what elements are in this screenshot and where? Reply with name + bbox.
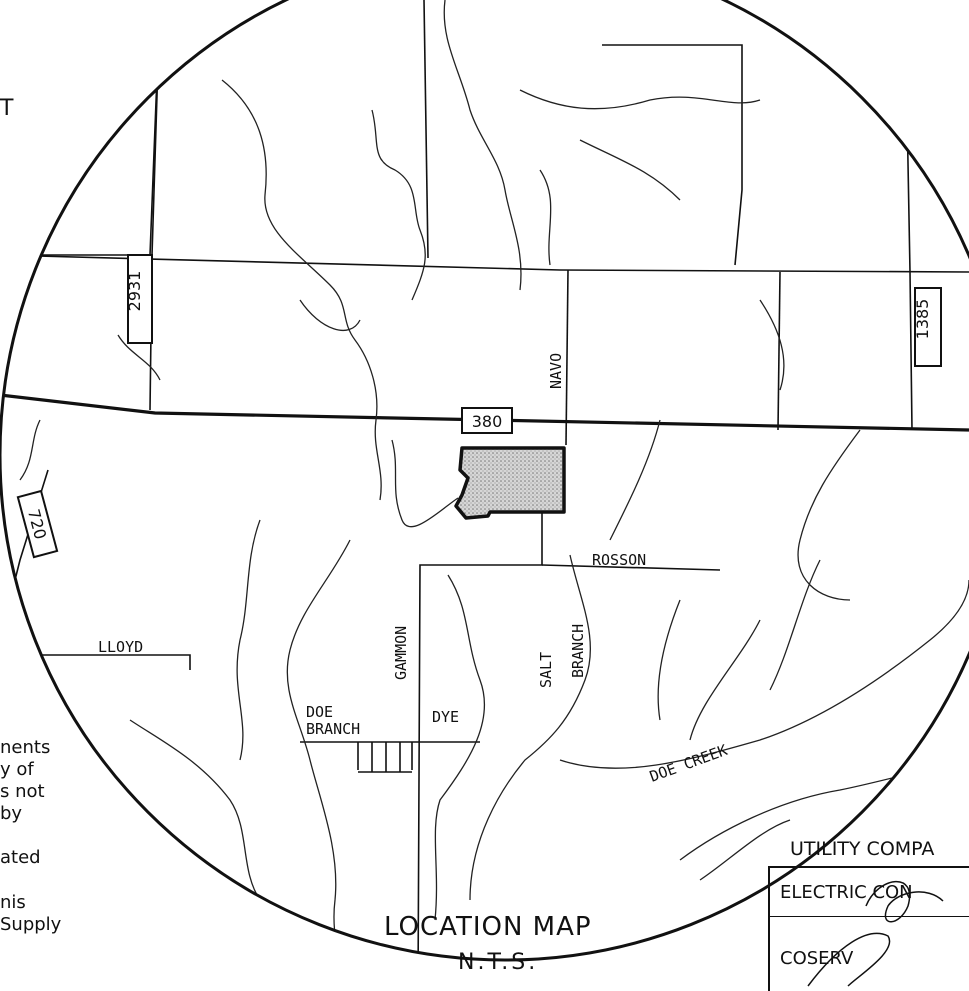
note-line: Supply (0, 914, 62, 935)
subdivision-grid (357, 742, 413, 773)
note-line: by (0, 803, 23, 824)
creek-southeast (679, 759, 969, 881)
creek-salt-branch-2 (469, 554, 592, 901)
highway-380 (0, 393, 969, 432)
scale-note: N.T.S. (458, 950, 539, 975)
road-label-rosson: ROSSON (592, 551, 646, 569)
creek-north (371, 109, 426, 301)
road-label-doe: DOE (306, 703, 333, 721)
signature-stroke (807, 880, 944, 987)
shield-1385-box (914, 287, 942, 367)
road-label-salt-branch: BRANCH (569, 624, 587, 678)
shield-2931: 2931 (125, 254, 153, 344)
shield-720: 720 (16, 489, 59, 559)
creek-salt-branch (434, 574, 485, 921)
creek-doe-creek (559, 579, 969, 769)
road-label-dye: DYE (432, 708, 459, 726)
creek-westside (117, 299, 361, 381)
creek-east (609, 419, 821, 741)
road-1385 (904, 0, 913, 431)
note-line: y of (0, 759, 34, 780)
creek-northwest (221, 79, 382, 501)
shield-720-box (16, 489, 59, 559)
stray-letter: T (0, 96, 14, 121)
map-title: LOCATION MAP (384, 912, 592, 942)
note-line: nents (0, 737, 51, 758)
north-center-road (423, 0, 429, 259)
road-label-doe-creek: DOE CREEK (647, 741, 730, 786)
road-label-lloyd: LLOYD (98, 638, 143, 656)
shield-1385-label: 1385 (913, 299, 932, 340)
east-mid-road (777, 271, 781, 431)
creek-northeast-2 (539, 139, 681, 266)
creek-northeast (519, 89, 761, 110)
creek-west-edge (19, 419, 41, 481)
shield-380: 380 (461, 407, 513, 434)
shield-1385: 1385 (913, 287, 942, 367)
south-connector (417, 500, 543, 960)
shield-2931-box (127, 254, 153, 344)
shield-2931-label: 2931 (125, 271, 144, 312)
north-road-top (0, 0, 161, 256)
rosson-road (541, 564, 721, 571)
road-label-gammon: GAMMON (392, 626, 410, 680)
note-line: s not (0, 781, 45, 802)
creek-southwest (286, 539, 351, 960)
navo-road (565, 269, 569, 446)
east-west-road-upper (0, 254, 969, 273)
creek-center-south (391, 439, 459, 528)
lloyd-road (0, 654, 191, 670)
table-divider (770, 916, 969, 917)
north-east-road (602, 44, 743, 266)
creek-north-center (443, 0, 522, 291)
road-label-doe-branch: BRANCH (306, 720, 360, 738)
site-parcel (454, 446, 566, 520)
road-label-navo: NAVO (547, 353, 565, 389)
road-label-salt: SALT (537, 652, 555, 688)
utility-row-coserv: COSERV (780, 948, 854, 969)
shield-380-label: 380 (472, 412, 503, 431)
creek-west-lower (129, 519, 261, 901)
shield-380-box (461, 407, 513, 434)
note-line: ated (0, 847, 41, 868)
signature (807, 880, 944, 987)
note-line: nis (0, 892, 26, 913)
map-boundary-circle (0, 0, 969, 962)
creek-far-east (759, 299, 861, 601)
utility-table-header: UTILITY COMPA (790, 838, 935, 860)
